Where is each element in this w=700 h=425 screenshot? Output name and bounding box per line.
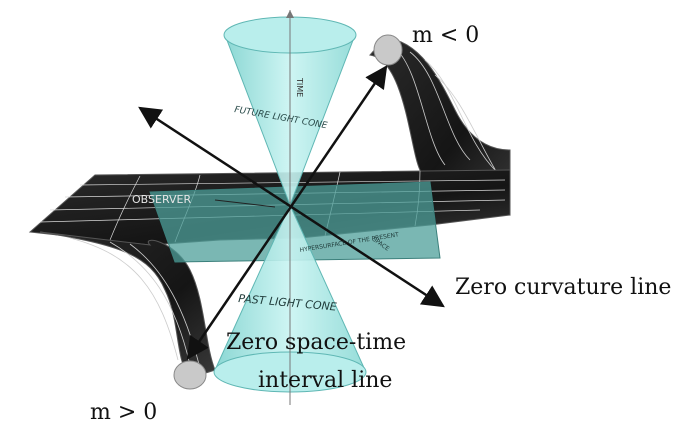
m-negative-label: m < 0	[412, 23, 480, 48]
zero-spacetime-label-line2: interval line	[258, 368, 393, 393]
zero-curvature-label: Zero curvature line	[455, 275, 672, 300]
m-positive-label: m > 0	[90, 400, 158, 425]
upper-throat	[373, 34, 403, 66]
observer-text: OBSERVER	[132, 193, 191, 206]
zero-curvature-line	[138, 106, 445, 308]
time-text: TIME	[295, 77, 304, 97]
zero-spacetime-label-line1: Zero space-time	[226, 330, 407, 355]
time-axis-arrow-icon	[286, 10, 294, 18]
lower-throat	[173, 360, 207, 390]
